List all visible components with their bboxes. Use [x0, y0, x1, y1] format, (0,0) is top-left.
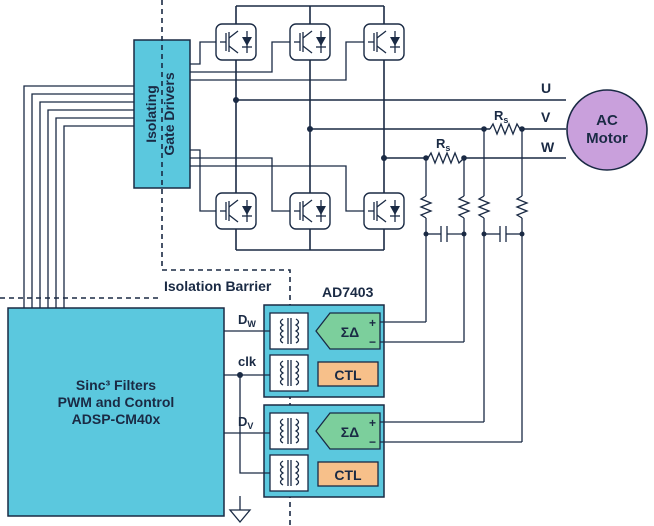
minus-w: − [369, 335, 376, 349]
igbt-w-low [363, 192, 405, 230]
adc-module-w: ΣΔ + − CTL [263, 304, 464, 398]
isolation-barrier [0, 0, 291, 526]
adc-module-v: ΣΔ + − CTL [263, 404, 522, 498]
signal-clk: clk [238, 354, 257, 369]
sigma-delta-v: ΣΔ [341, 424, 359, 440]
signal-dv: DV [238, 414, 253, 431]
ac-motor: AC Motor [566, 89, 648, 171]
signal-dw: DW [238, 312, 256, 329]
minus-v: − [369, 435, 376, 449]
phase-label-u: U [541, 80, 551, 96]
motor-label-line1: AC [596, 112, 618, 129]
controller-label-line1: Sinc³ Filters [76, 377, 156, 393]
controller-box: Sinc³ Filters PWM and Control ADSP-CM40x [7, 307, 225, 517]
phase-label-w: W [541, 139, 555, 155]
controller-label-line3: ADSP-CM40x [72, 411, 161, 427]
pwm-control-wires [23, 85, 136, 308]
shunt-label-v: Rs [494, 108, 508, 125]
ground-symbol [228, 496, 252, 524]
igbt-u-low [215, 192, 257, 230]
shunt-resistor-w [423, 151, 467, 165]
phase-label-v: V [541, 109, 551, 125]
isolation-barrier-label: Isolation Barrier [164, 278, 272, 294]
controller-label-line2: PWM and Control [58, 394, 175, 410]
gate-drivers-label-line2: Gate Drivers [161, 72, 177, 155]
adc-signal-wires [224, 330, 270, 474]
phase-outputs [236, 99, 566, 159]
motor-label-line2: Motor [586, 130, 628, 147]
igbt-u-high [215, 23, 257, 61]
plus-v: + [369, 416, 376, 430]
igbt-v-high [289, 23, 331, 61]
sigma-delta-w: ΣΔ [341, 324, 359, 340]
adc-part-label: AD7403 [322, 284, 374, 300]
shunt-label-w: Rs [436, 136, 450, 153]
gate-drive-wires [188, 41, 364, 212]
igbt-w-high [363, 23, 405, 61]
gate-drivers-label-line1: Isolating [143, 85, 159, 143]
filter-network-v [477, 129, 529, 442]
filter-network-w [419, 158, 471, 342]
ctl-w: CTL [334, 367, 362, 383]
igbt-v-low [289, 192, 331, 230]
ctl-v: CTL [334, 467, 362, 483]
plus-w: + [369, 316, 376, 330]
